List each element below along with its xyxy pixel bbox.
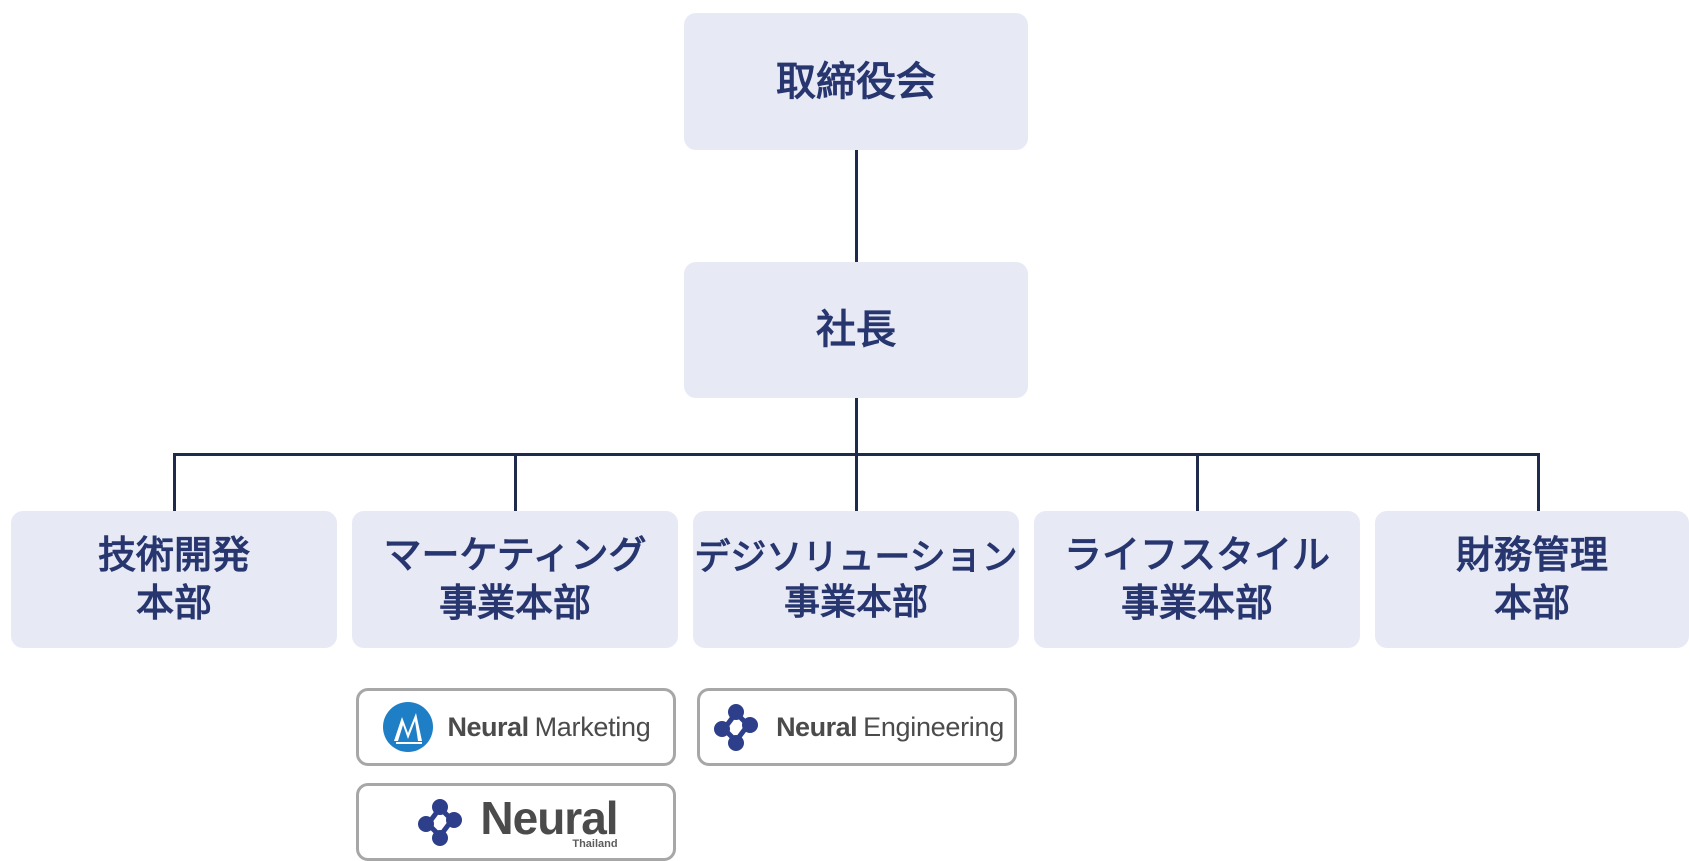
board-of-directors-box: 取締役会 — [684, 13, 1028, 150]
department-label-line2: 事業本部 — [438, 580, 591, 625]
brand-name: Neural — [776, 711, 858, 742]
connector-dept-4 — [1196, 453, 1199, 511]
brand-suffix: Marketing — [534, 711, 651, 742]
connector-president-down — [855, 398, 858, 455]
connector-dept-5 — [1537, 453, 1540, 511]
board-of-directors-label: 取締役会 — [776, 58, 936, 105]
neural-network-logo-icon — [710, 701, 762, 753]
department-box-finance: 財務管理 本部 — [1375, 511, 1689, 648]
department-label-line2: 事業本部 — [783, 581, 928, 623]
neural-network-logo-icon — [414, 796, 466, 848]
department-box-tech-dev: 技術開発 本部 — [11, 511, 337, 648]
neural-thailand-logo-card: Neural Thailand — [356, 783, 676, 861]
department-box-digi-solution: デジソリューション 事業本部 — [693, 511, 1019, 648]
brand-name: Neural — [480, 791, 618, 844]
department-label-line2: 事業本部 — [1120, 580, 1273, 625]
brand-region: Thailand — [572, 837, 618, 850]
neural-engineering-logo-card: Neural Engineering — [697, 688, 1017, 766]
brand-suffix: Engineering — [863, 711, 1004, 742]
department-label-line2: 本部 — [1493, 580, 1570, 625]
connector-board-president — [855, 150, 858, 262]
president-label: 社長 — [816, 307, 896, 353]
connector-dept-2 — [514, 453, 517, 511]
department-label-line1: デジソリューション — [694, 536, 1018, 578]
connector-dept-3 — [855, 453, 858, 511]
president-box: 社長 — [684, 262, 1028, 398]
department-label-line1: ライフスタイル — [1063, 533, 1330, 577]
department-label-line1: 財務管理 — [1455, 533, 1608, 577]
neural-marketing-logo-icon — [382, 701, 434, 753]
neural-marketing-logo-card: Neural Marketing — [356, 688, 676, 766]
department-label-line2: 本部 — [135, 580, 212, 625]
department-box-lifestyle: ライフスタイル 事業本部 — [1034, 511, 1360, 648]
connector-dept-1 — [173, 453, 176, 511]
department-box-marketing: マーケティング 事業本部 — [352, 511, 678, 648]
department-label-line1: マーケティング — [383, 533, 647, 577]
brand-name: Neural — [447, 711, 530, 742]
department-label-line1: 技術開発 — [97, 533, 250, 577]
